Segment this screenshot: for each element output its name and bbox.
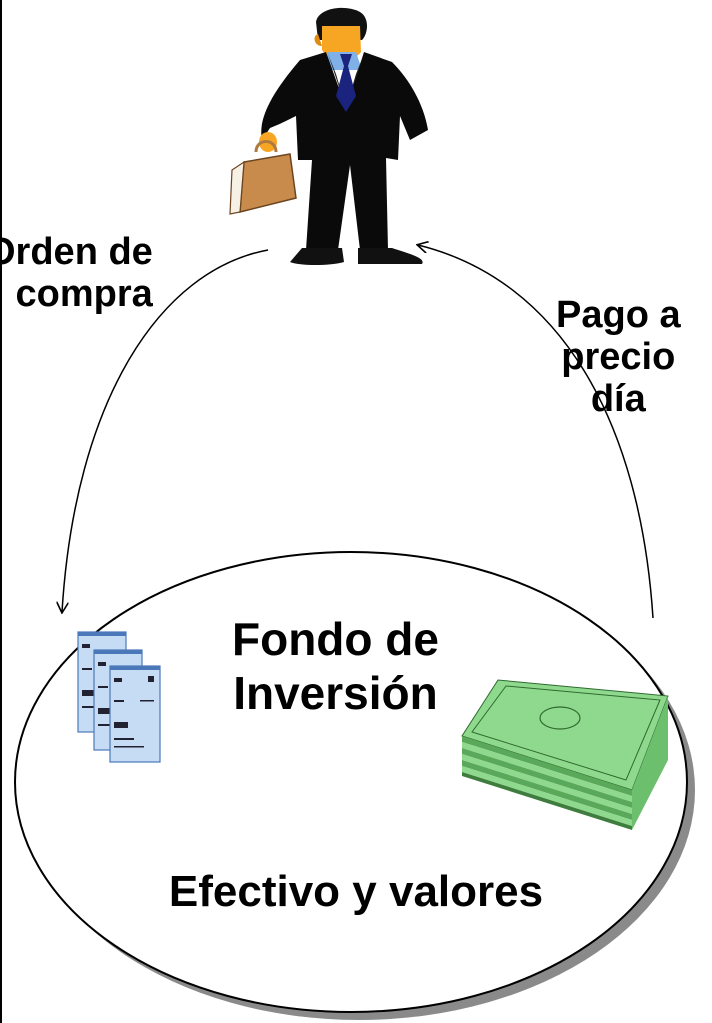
fund-title-line2: Inversión [233,667,438,720]
security-certificates-icon [77,631,161,763]
payment-label: Pago a precio día [556,294,681,420]
fund-subtitle: Efectivo y valores [168,867,544,916]
payment-label-line3: día [590,377,646,420]
purchase-order-arrow [62,249,269,612]
fund-title-line1: Fondo de [232,613,439,665]
payment-arrow [418,245,654,619]
fund-ellipse [14,551,695,1020]
purchase-order-label-line1: Orden de [0,231,153,273]
page-left-border [0,0,2,1023]
businessman-with-briefcase-icon [229,7,428,265]
payment-label-line1: Pago a [556,294,681,336]
purchase-order-label: Orden de compra [0,231,153,316]
cash-stack-icon [461,679,669,830]
purchase-order-label-line2: compra [15,272,153,315]
fund-title: Fondo de Inversión [232,612,439,721]
payment-label-line2: precio [561,335,676,378]
